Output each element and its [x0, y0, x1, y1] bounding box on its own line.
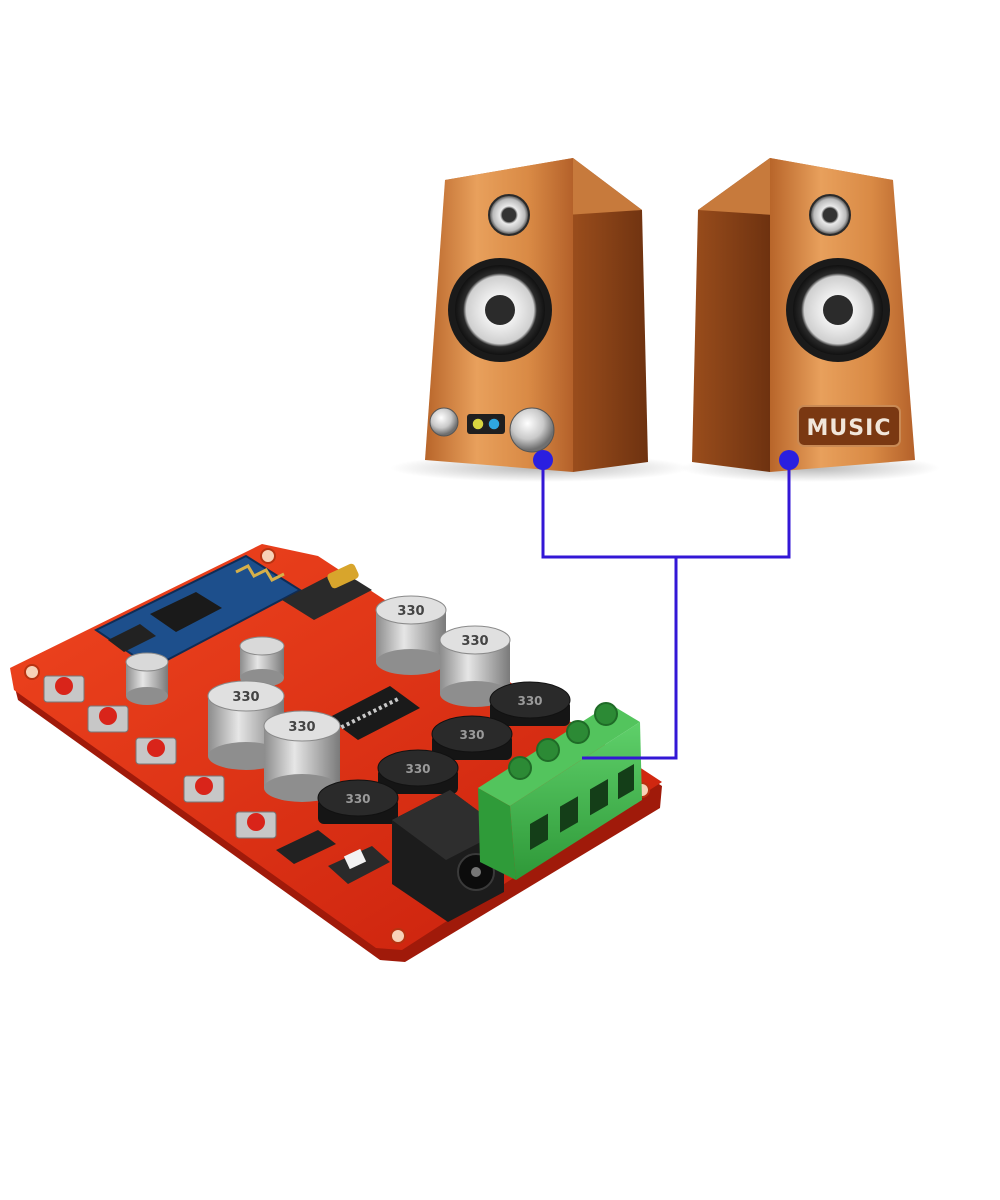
mounting-hole: [24, 664, 40, 680]
terminal-block-front: [478, 788, 516, 880]
woofer-dustcap: [485, 295, 515, 325]
bluetooth-antenna-trace: [235, 564, 285, 582]
terminal-screw-icon: [594, 702, 618, 726]
power-switch: [328, 846, 390, 884]
terminal-slot: [530, 813, 548, 851]
tweeter-dome: [823, 208, 837, 222]
blue-jack-icon: [487, 417, 501, 431]
inductor: 330: [377, 749, 459, 794]
inductor: 330: [317, 779, 399, 824]
terminal-screw-icon: [566, 720, 590, 744]
capacitor-marking: 330: [397, 604, 424, 619]
bluetooth-chip: [150, 592, 222, 632]
volume-knob-icon: [509, 407, 555, 453]
inductor-marking: 330: [517, 694, 542, 708]
audio-jack-gold: [327, 563, 359, 589]
terminal-screw-icon: [508, 756, 532, 780]
inductor-marking: 330: [345, 792, 370, 806]
connection-wires: [533, 450, 799, 760]
woofer-dustcap: [823, 295, 853, 325]
inductor-marking: 330: [459, 728, 484, 742]
capacitor-marking: 330: [288, 720, 315, 735]
amplifier-board: 330 330 330 330 330 330: [10, 544, 662, 962]
tactile-button-cap: [247, 813, 265, 831]
speaker-left-side: [573, 158, 648, 472]
tactile-button-cap: [99, 707, 117, 725]
small-capacitor: [239, 636, 285, 687]
speaker-left: [390, 158, 690, 482]
small-knob-icon: [429, 407, 459, 437]
terminal-dot-right-speaker: [779, 450, 799, 470]
tactile-button-cap: [55, 677, 73, 695]
tweeter-dome: [502, 208, 516, 222]
smd-chip: [108, 624, 156, 652]
dc-power-jack: [392, 790, 504, 922]
yellow-jack-icon: [471, 417, 485, 431]
wire-right-speaker: [676, 460, 791, 559]
smd-chip: [276, 830, 336, 864]
capacitor-marking: 330: [461, 634, 488, 649]
speaker-right-side: [692, 158, 770, 472]
inductor: 330: [489, 681, 571, 726]
terminal-block-top: [478, 704, 640, 806]
wire-to-terminal: [582, 557, 678, 760]
tactile-button-cap: [195, 777, 213, 795]
wire-left-speaker: [541, 460, 676, 559]
inductor: 330: [431, 715, 513, 760]
music-badge: [797, 405, 901, 447]
speaker-terminal-block: [478, 702, 642, 880]
capacitor-marking: 330: [232, 690, 259, 705]
button-row: [43, 675, 277, 839]
terminal-slot: [560, 796, 578, 833]
terminal-screw-icon: [536, 738, 560, 762]
speaker-right: MUSIC: [680, 158, 940, 482]
tactile-button-cap: [147, 739, 165, 757]
terminal-slot: [590, 778, 608, 816]
mounting-hole: [390, 928, 406, 944]
capacitor: 330: [439, 625, 511, 707]
music-label: MUSIC: [807, 416, 892, 441]
power-switch-knob: [343, 848, 367, 870]
terminal-slot: [618, 763, 634, 800]
terminal-dot-left-speaker: [533, 450, 553, 470]
mounting-hole: [260, 548, 276, 564]
capacitor: 330: [375, 595, 447, 675]
audio-jack: [282, 570, 372, 620]
inductor-marking: 330: [405, 762, 430, 776]
small-capacitor: [125, 652, 169, 705]
